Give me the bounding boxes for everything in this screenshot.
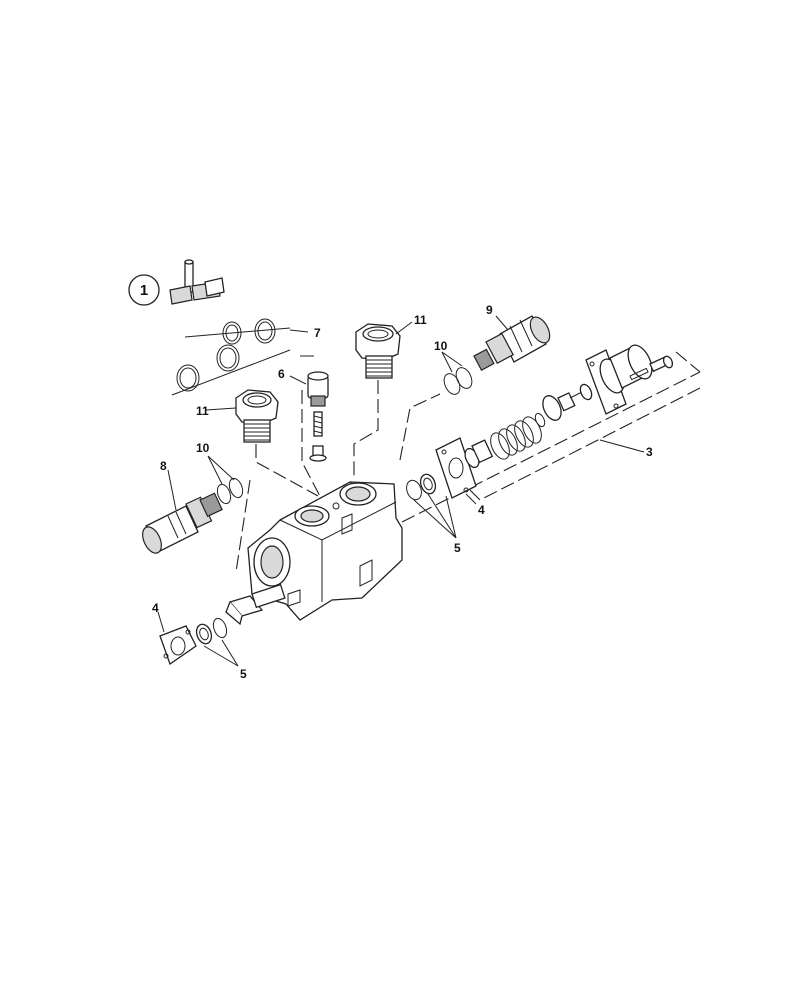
callout-10-right: 10 xyxy=(434,339,448,353)
cap-screw xyxy=(629,355,674,381)
callout-3: 3 xyxy=(646,445,653,459)
seal-kit-icon xyxy=(169,259,225,305)
callout-4-right: 4 xyxy=(478,503,485,517)
callout-8: 8 xyxy=(160,459,167,473)
seals-5-right xyxy=(406,473,437,501)
callout-5-left: 5 xyxy=(240,667,247,681)
callout-11-left: 11 xyxy=(196,404,209,418)
flange-plate-4-left xyxy=(159,625,197,666)
fitting-11-right xyxy=(355,323,401,379)
relief-valve-9 xyxy=(473,315,551,371)
fitting-11-left xyxy=(235,389,279,443)
seals-10-left xyxy=(216,477,244,505)
callout-6: 6 xyxy=(278,367,285,381)
o-ring-set-outline xyxy=(171,327,291,396)
check-valve-6 xyxy=(307,371,329,462)
callout-11-right: 11 xyxy=(414,313,427,327)
callout-1: 1 xyxy=(140,282,148,299)
o-ring-set xyxy=(171,318,291,396)
relief-valve-8 xyxy=(142,492,223,554)
seals-10-right xyxy=(443,367,473,395)
callout-circle-1 xyxy=(128,274,160,306)
kit-symbol: 1 xyxy=(128,259,225,306)
valve-body xyxy=(247,481,403,621)
callout-7: 7 xyxy=(314,326,321,340)
callout-4-left: 4 xyxy=(152,601,159,615)
seals-5-left xyxy=(195,617,228,645)
callout-5-right: 5 xyxy=(454,541,461,555)
callout-9: 9 xyxy=(486,303,493,317)
callout-10-left: 10 xyxy=(196,441,210,455)
end-cap xyxy=(585,344,653,415)
spool xyxy=(225,583,286,626)
spring-assembly-3 xyxy=(464,383,593,469)
flange-plate-4-right xyxy=(435,437,477,499)
